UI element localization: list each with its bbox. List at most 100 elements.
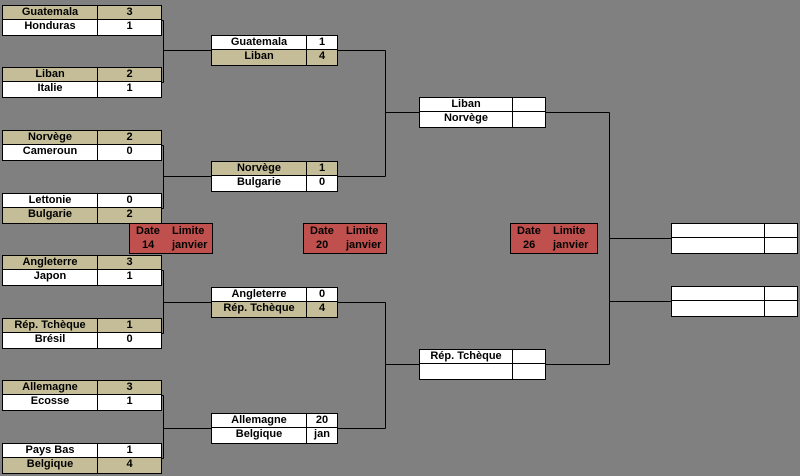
team-name — [672, 238, 765, 253]
team-name: Cameroun — [3, 145, 98, 160]
team-row: Norvège — [419, 112, 546, 128]
team-row: Norvège 1 — [211, 161, 338, 176]
team-name: Liban — [212, 50, 307, 65]
team-score: 4 — [318, 302, 326, 314]
team-name: Guatemala — [3, 6, 98, 19]
team-row: Rép. Tchèque 4 — [211, 302, 338, 318]
team-name: Liban — [3, 68, 98, 81]
team-row: Japon 1 — [2, 270, 162, 286]
team-name: Ecosse — [3, 395, 98, 410]
team-row: Pays Bas 1 — [2, 443, 162, 458]
team-name: Pays Bas — [3, 444, 98, 457]
team-row: Italie 1 — [2, 82, 162, 98]
team-score: 0 — [126, 194, 133, 206]
match-box: Rép. Tchèque — [419, 349, 546, 380]
team-score: 1 — [126, 82, 133, 94]
deadline-box: Date Limite 20 janvier — [303, 223, 387, 254]
team-score: 2 — [126, 208, 133, 220]
team-name: Rép. Tchèque — [420, 350, 513, 363]
team-name: Norvège — [212, 162, 307, 175]
team-score: 0 — [126, 145, 133, 157]
team-row: Bulgarie 2 — [2, 208, 162, 224]
team-score: 3 — [126, 256, 133, 268]
team-score: 20 — [315, 414, 329, 426]
team-row: Honduras 1 — [2, 20, 162, 36]
team-score: 1 — [126, 270, 133, 282]
team-row: Ecosse 1 — [2, 395, 162, 411]
team-score: jan — [314, 428, 330, 440]
team-row: Rép. Tchèque — [419, 349, 546, 364]
team-name: Guatemala — [212, 36, 307, 49]
team-score: 1 — [126, 395, 133, 407]
team-row: Cameroun 0 — [2, 145, 162, 161]
deadline-day: 20 — [316, 239, 329, 251]
team-row: Lettonie 0 — [2, 193, 162, 208]
date-label: Date — [517, 225, 541, 237]
team-name: Rép. Tchèque — [212, 302, 307, 317]
deadline-month: janvier — [172, 239, 208, 251]
team-name: Lettonie — [3, 194, 98, 207]
team-name: Belgique — [3, 458, 98, 473]
deadline-month: janvier — [553, 239, 589, 251]
team-score: 1 — [318, 162, 326, 174]
team-name: Brésil — [3, 333, 98, 348]
team-name — [420, 364, 513, 379]
team-name: Norvège — [3, 131, 98, 144]
team-score: 1 — [126, 444, 133, 456]
match-box — [671, 286, 798, 317]
team-name: Liban — [420, 98, 513, 111]
team-score: 1 — [318, 36, 326, 48]
team-name: Italie — [3, 82, 98, 97]
team-name: Norvège — [420, 112, 513, 127]
team-name: Allemagne — [212, 414, 307, 427]
team-name: Belgique — [212, 428, 307, 443]
team-score: 0 — [318, 288, 326, 300]
deadline-month: janvier — [346, 239, 382, 251]
team-name: Honduras — [3, 20, 98, 35]
team-row — [671, 301, 798, 317]
date-label: Date — [136, 225, 160, 237]
team-score: 1 — [126, 319, 133, 331]
team-name: Bulgarie — [212, 176, 307, 191]
team-score: 0 — [126, 333, 133, 345]
team-score: 4 — [318, 50, 326, 62]
team-name — [672, 287, 765, 300]
team-score: 0 — [318, 176, 326, 188]
team-score — [765, 224, 797, 237]
limit-label: Limite — [346, 225, 379, 237]
team-row: Guatemala 3 — [2, 5, 162, 20]
team-score — [513, 364, 545, 379]
team-name — [672, 224, 765, 237]
team-row: Liban 2 — [2, 67, 162, 82]
team-row: Guatemala 1 — [211, 35, 338, 50]
team-name: Bulgarie — [3, 208, 98, 223]
team-row: Liban — [419, 97, 546, 112]
date-label: Date — [310, 225, 334, 237]
team-score: 4 — [126, 458, 133, 470]
team-name: Japon — [3, 270, 98, 285]
team-row: Belgique jan — [211, 428, 338, 444]
team-row: Allemagne 20 — [211, 413, 338, 428]
deadline-day: 26 — [523, 239, 536, 251]
team-score: 2 — [126, 68, 133, 80]
team-row: Liban 4 — [211, 50, 338, 66]
team-score: 3 — [126, 6, 133, 18]
team-name: Allemagne — [3, 381, 98, 394]
team-score: 1 — [126, 20, 133, 32]
team-score: 3 — [126, 381, 133, 393]
